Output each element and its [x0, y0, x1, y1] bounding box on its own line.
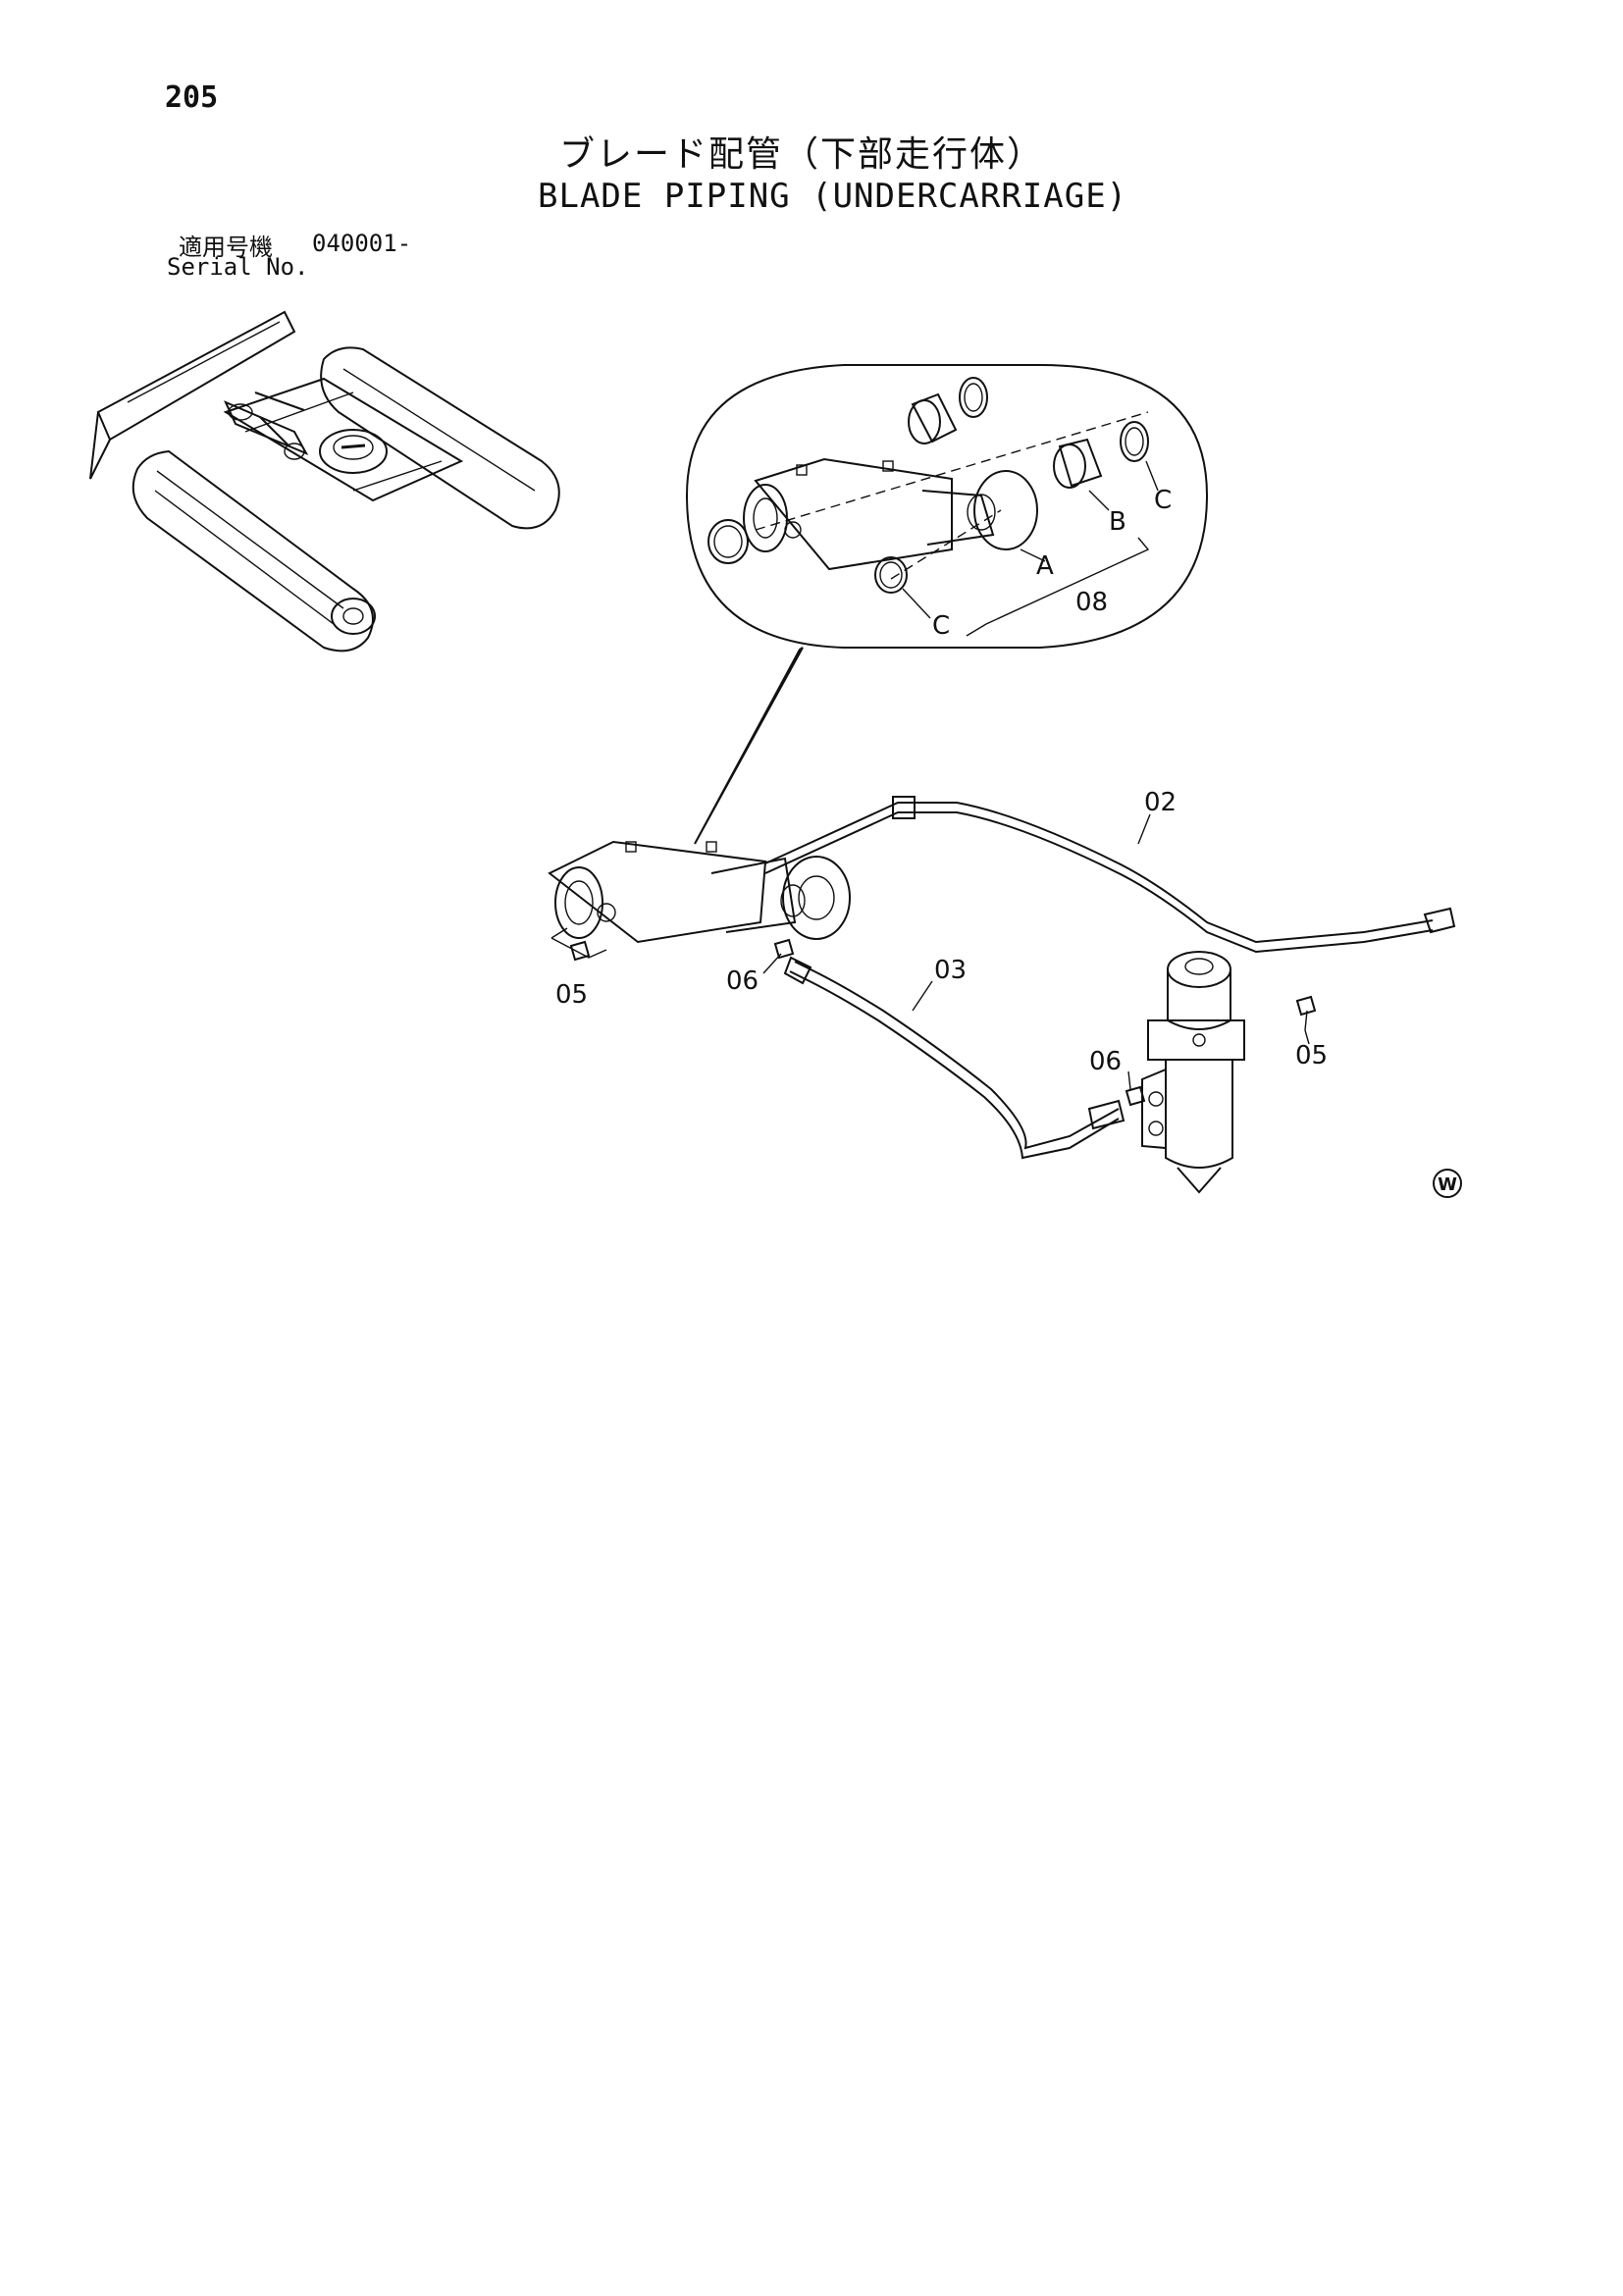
page-number: 205	[165, 80, 219, 115]
callout-06-left: 06	[726, 966, 759, 996]
fittings	[569, 938, 1317, 1107]
undercarriage-overview	[89, 310, 560, 652]
callout-06-right: 06	[1089, 1047, 1122, 1076]
w-mark-symbol: W	[1433, 1169, 1462, 1198]
serial-label-english: Serial No.	[167, 253, 309, 281]
callout-leaders	[550, 813, 1310, 1090]
serial-number-value: 040001-	[312, 230, 412, 257]
callout-C-bottom: C	[932, 611, 950, 641]
callout-B: B	[1109, 507, 1126, 537]
callout-02: 02	[1144, 788, 1177, 817]
pipe-03	[783, 956, 1126, 1160]
callout-C-top: C	[1154, 486, 1172, 515]
blade-cylinder	[548, 840, 851, 944]
callout-A: A	[1036, 551, 1054, 581]
page-title-japanese: ブレード配管（下部走行体）	[559, 134, 1045, 175]
callout-05-left: 05	[555, 980, 588, 1010]
center-joint	[1141, 951, 1245, 1194]
callout-08: 08	[1075, 588, 1108, 617]
serial-label-japanese: 適用号機	[179, 234, 273, 261]
detail-bubble	[685, 364, 1209, 845]
page-title-english: BLADE PIPING (UNDERCARRIAGE)	[538, 177, 1128, 216]
callout-03: 03	[934, 956, 967, 985]
pipe-02	[764, 796, 1456, 954]
callout-05-right: 05	[1295, 1041, 1328, 1070]
w-mark-letter: W	[1438, 1174, 1457, 1195]
